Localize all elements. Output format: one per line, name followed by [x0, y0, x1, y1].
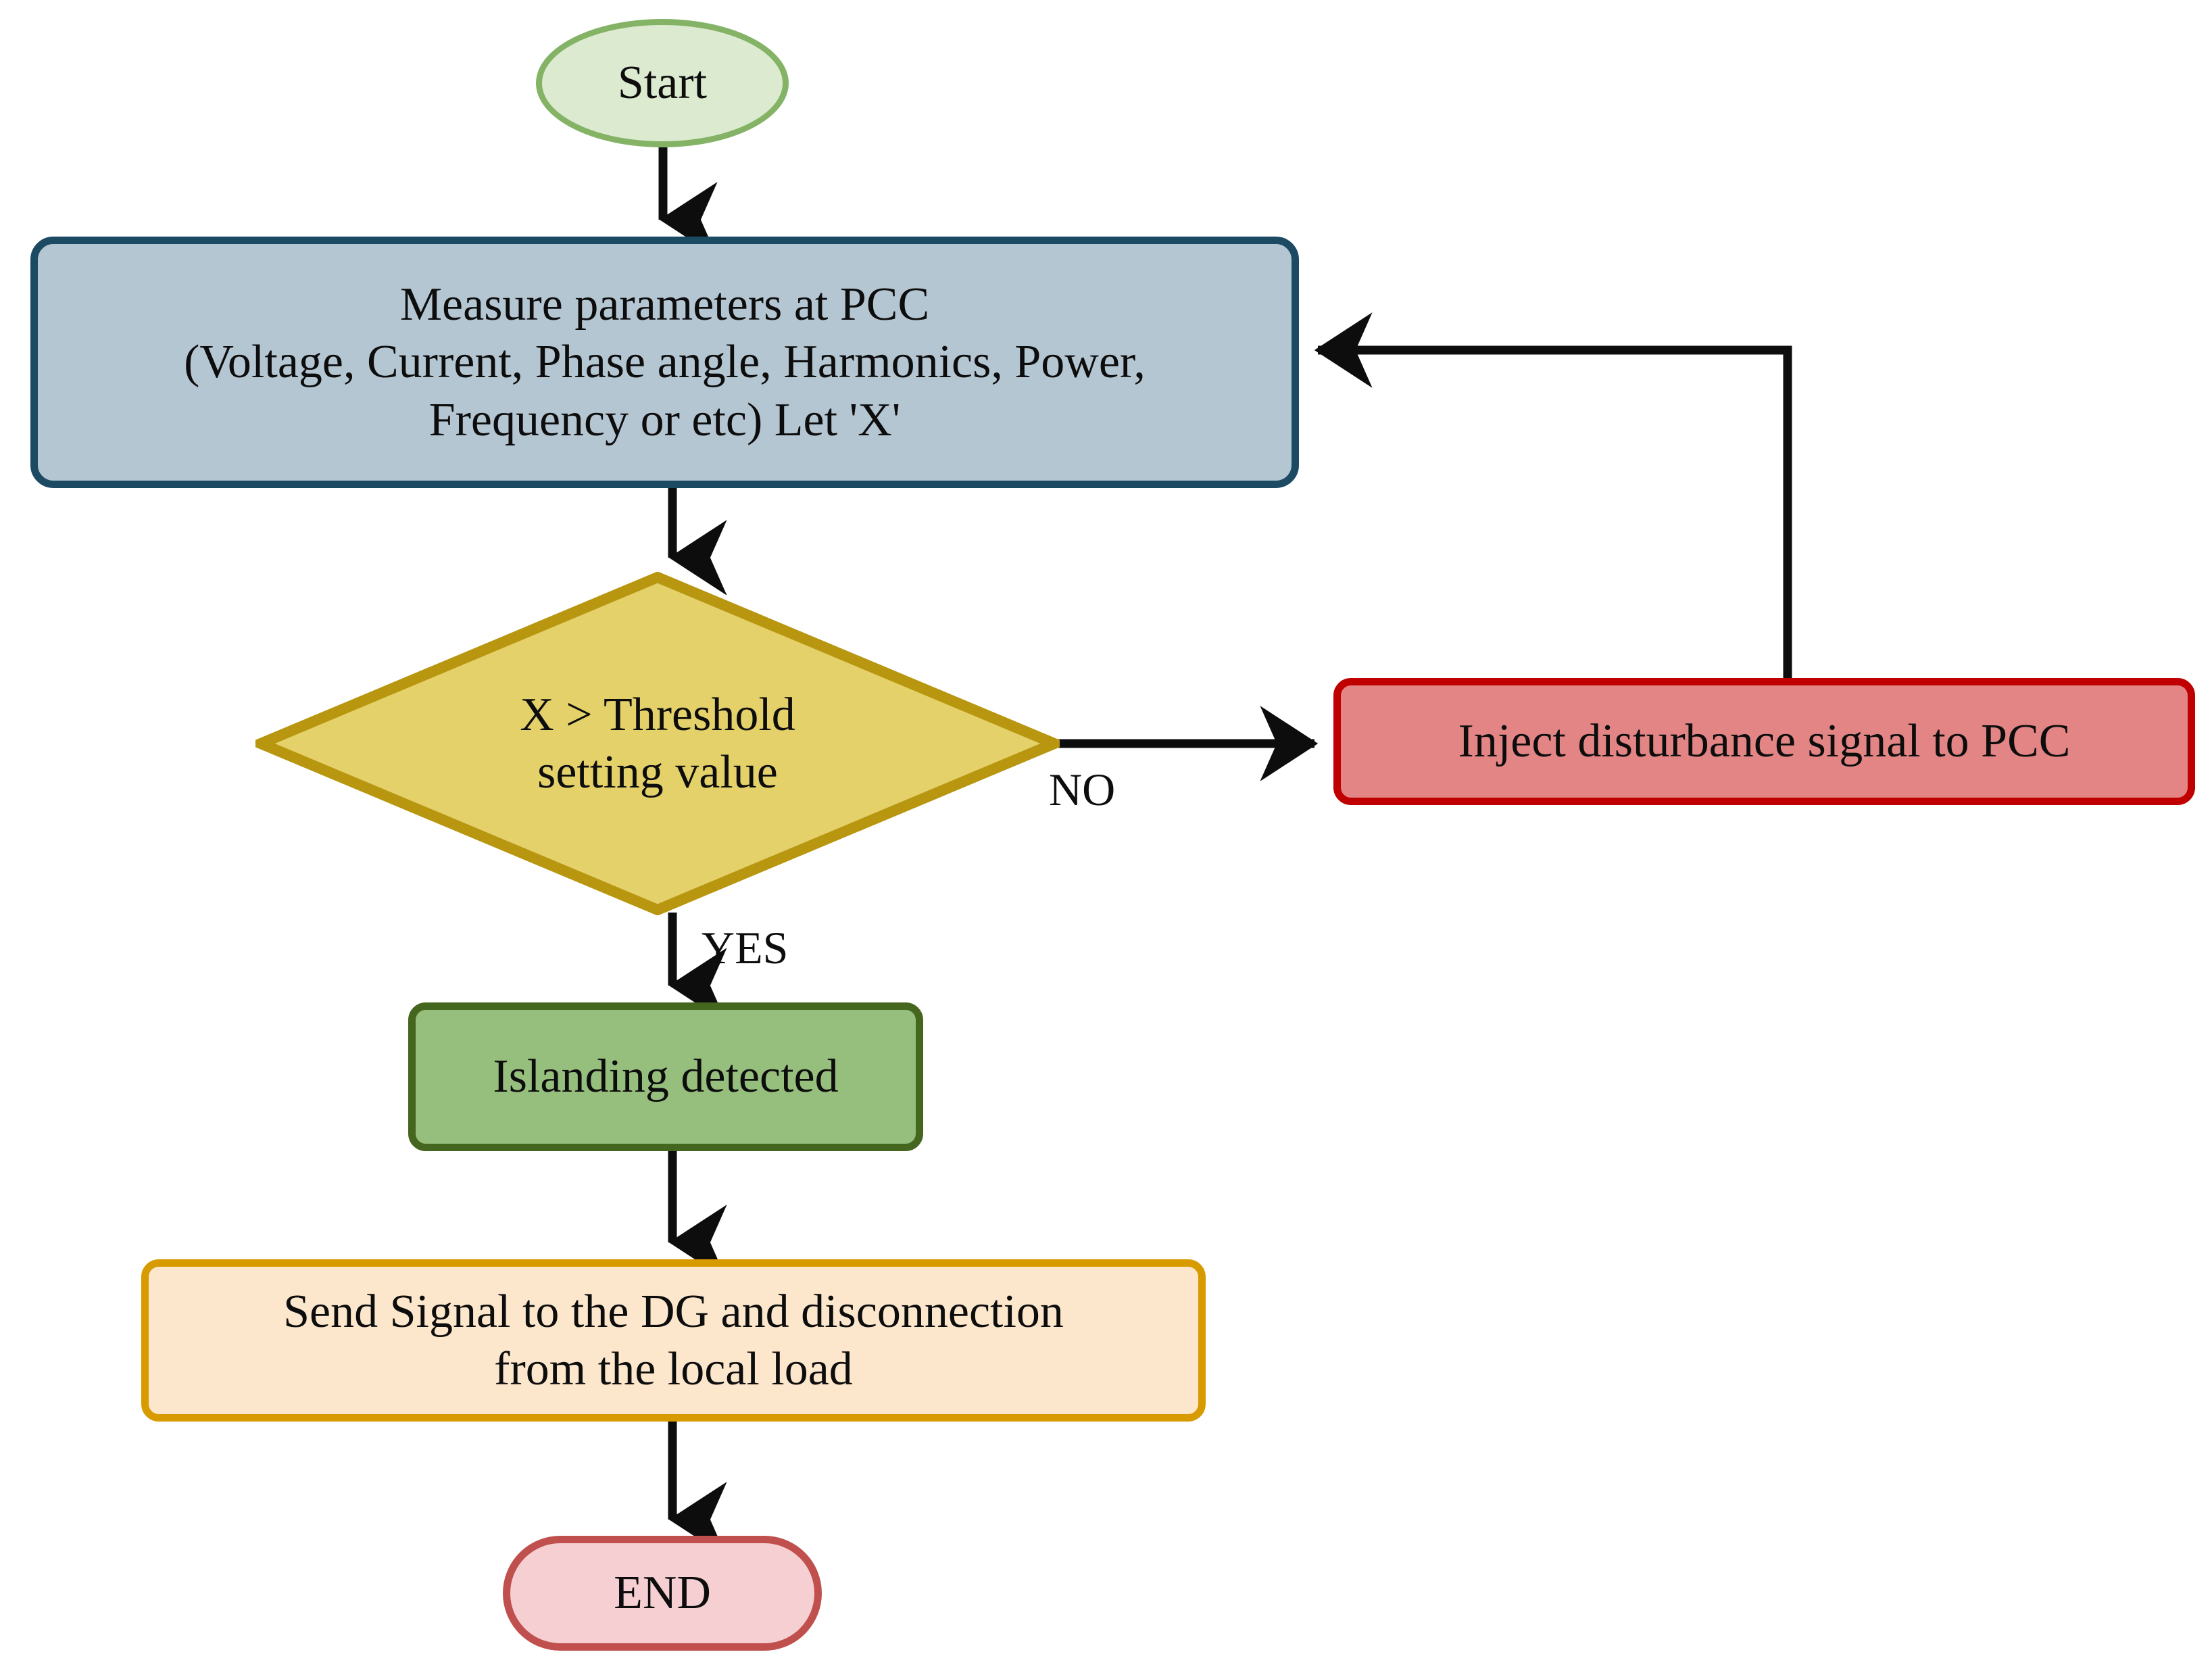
node-islanding-detected-label: Islanding detected — [493, 1050, 839, 1103]
node-end[interactable]: END — [503, 1536, 822, 1651]
node-inject-disturbance-label: Inject disturbance signal to PCC — [1458, 715, 2071, 768]
node-send-signal-label: Send Signal to the DG and disconnection … — [283, 1285, 1064, 1395]
node-start[interactable]: Start — [536, 19, 789, 147]
node-end-label: END — [614, 1567, 711, 1620]
node-measure-parameters-label: Measure parameters at PCC (Voltage, Curr… — [184, 278, 1146, 446]
node-measure-parameters[interactable]: Measure parameters at PCC (Voltage, Curr… — [30, 237, 1299, 488]
node-decision-threshold-label: X > Threshold setting value — [520, 688, 795, 798]
node-start-label: Start — [617, 57, 708, 110]
node-decision-threshold[interactable]: X > Threshold setting value — [255, 572, 1060, 915]
node-inject-disturbance[interactable]: Inject disturbance signal to PCC — [1333, 678, 2195, 805]
node-send-signal[interactable]: Send Signal to the DG and disconnection … — [141, 1259, 1206, 1422]
edge-inject-to-measure-feedback — [1314, 312, 1792, 678]
edge-label-yes: YES — [702, 922, 789, 973]
diamond-shape — [255, 572, 1060, 915]
node-islanding-detected[interactable]: Islanding detected — [408, 1002, 923, 1151]
edge-label-no: NO — [1049, 764, 1116, 815]
